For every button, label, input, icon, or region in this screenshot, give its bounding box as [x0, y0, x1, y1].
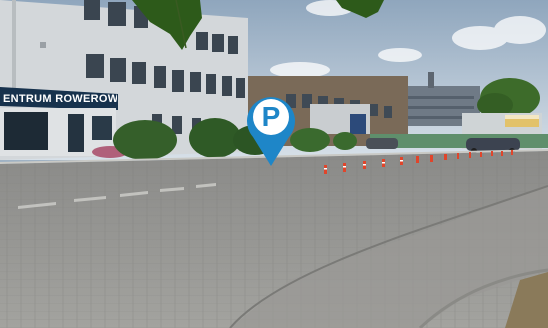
parking-disc — [253, 99, 289, 135]
tree-right — [477, 78, 540, 118]
hedges — [113, 118, 357, 160]
road-markings — [18, 183, 216, 209]
building-sign-text: ENTRUM ROWEROWE — [3, 93, 117, 105]
shop-sign — [0, 87, 118, 110]
parking-letter: P — [261, 101, 281, 132]
clouds — [270, 0, 546, 78]
grass-corner — [505, 272, 548, 328]
parking-marker[interactable]: P — [246, 93, 296, 167]
